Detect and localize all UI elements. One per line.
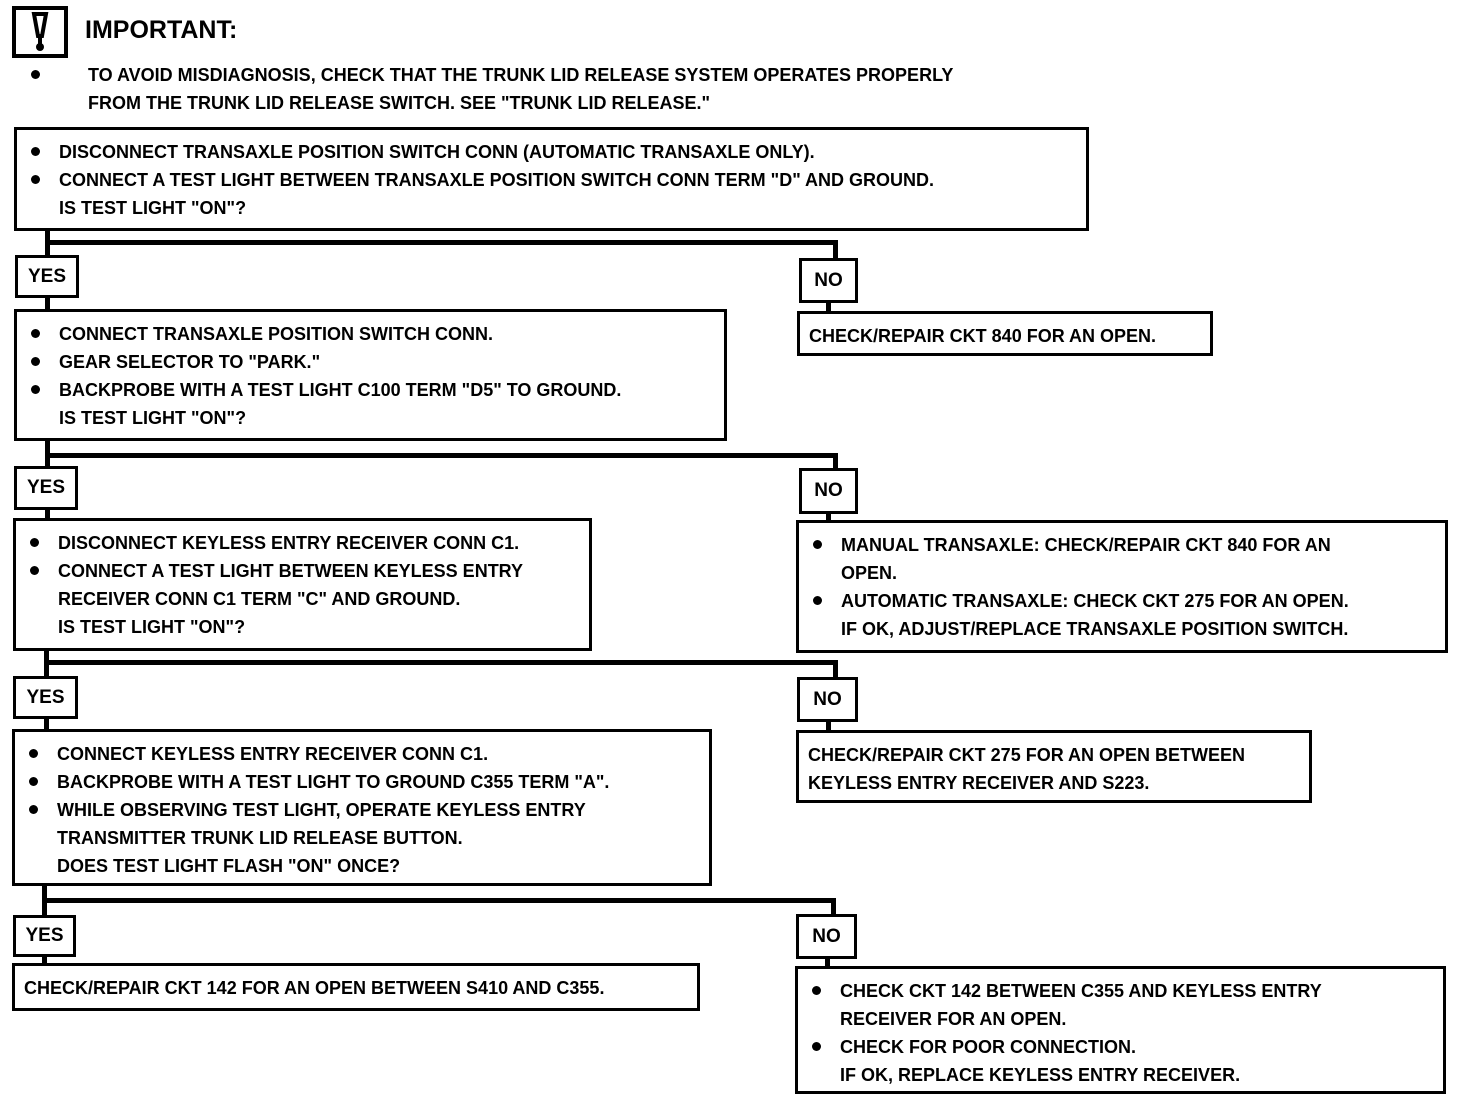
text-line: BACKPROBE WITH A TEST LIGHT C100 TERM "D… [59,380,622,400]
text-line: IF OK, REPLACE KEYLESS ENTRY RECEIVER. [840,1065,1241,1085]
important-heading: IMPORTANT: [85,16,238,44]
bullet-icon [31,329,40,338]
bullet-icon [812,986,821,995]
no-label: NO [796,914,857,959]
bullet-icon [813,540,822,549]
no-label: NO [799,258,858,303]
text-line: GEAR SELECTOR TO "PARK." [59,352,321,372]
connector [826,719,831,732]
step3-no-result-box: CHECK/REPAIR CKT 275 FOR AN OPEN BETWEEN… [796,730,1312,803]
bullet-icon [31,175,40,184]
connector [45,240,838,245]
text-line: IS TEST LIGHT "ON"? [59,408,247,428]
connector [45,508,50,520]
text-line: CONNECT TRANSAXLE POSITION SWITCH CONN. [59,324,494,344]
step4-no-result-box: CHECK CKT 142 BETWEEN C355 AND KEYLESS E… [795,966,1446,1094]
no-label: NO [799,468,858,514]
no-label: NO [797,677,858,722]
text-line: OPEN. [841,563,898,583]
text-line: WHILE OBSERVING TEST LIGHT, OPERATE KEYL… [57,800,586,820]
step2-no-result-box: MANUAL TRANSAXLE: CHECK/REPAIR CKT 840 F… [796,520,1448,653]
step1-box: DISCONNECT TRANSAXLE POSITION SWITCH CON… [14,127,1089,231]
connector [45,296,50,311]
connector [42,954,47,965]
yes-label: YES [13,676,78,719]
step4-yes-result-box: CHECK/REPAIR CKT 142 FOR AN OPEN BETWEEN… [12,963,700,1011]
text-line: IF OK, ADJUST/REPLACE TRANSAXLE POSITION… [841,619,1349,639]
text-line: CONNECT KEYLESS ENTRY RECEIVER CONN C1. [57,744,489,764]
exclamation-icon [12,6,68,58]
bullet-icon [31,147,40,156]
text-line: CHECK FOR POOR CONNECTION. [840,1037,1137,1057]
connector [833,453,838,470]
text-line: TRANSMITTER TRUNK LID RELEASE BUTTON. [57,828,463,848]
step3-box: DISCONNECT KEYLESS ENTRY RECEIVER CONN C… [13,518,592,651]
text-line: KEYLESS ENTRY RECEIVER AND S223. [808,773,1150,793]
bullet-icon [812,1042,821,1051]
connector [45,453,838,458]
yes-label: YES [15,255,79,298]
text-line: AUTOMATIC TRANSAXLE: CHECK CKT 275 FOR A… [841,591,1349,611]
bullet-icon [813,596,822,605]
text-line: DOES TEST LIGHT FLASH "ON" ONCE? [57,856,401,876]
connector [44,660,838,665]
text-line: RECEIVER FOR AN OPEN. [840,1009,1067,1029]
text-line: CONNECT A TEST LIGHT BETWEEN KEYLESS ENT… [58,561,524,581]
text-line: BACKPROBE WITH A TEST LIGHT TO GROUND C3… [57,772,610,792]
text-line: IS TEST LIGHT "ON"? [59,198,247,218]
important-note: TO AVOID MISDIAGNOSIS, CHECK THAT THE TR… [14,61,1114,121]
text-line: CHECK/REPAIR CKT 142 FOR AN OPEN BETWEEN… [24,978,605,998]
connector [833,240,838,260]
bullet-icon [29,805,38,814]
bullet-icon [31,385,40,394]
step1-no-result-box: CHECK/REPAIR CKT 840 FOR AN OPEN. [797,311,1213,356]
connector [826,300,831,313]
bullet-icon [30,538,39,547]
connector [825,956,830,968]
connector [833,660,838,679]
connector [44,716,49,731]
step4-box: CONNECT KEYLESS ENTRY RECEIVER CONN C1. B… [12,729,712,886]
yes-label: YES [13,915,76,957]
text-line: DISCONNECT TRANSAXLE POSITION SWITCH CON… [59,142,815,162]
connector [826,511,831,522]
text-line: FROM THE TRUNK LID RELEASE SWITCH. SEE "… [88,93,711,113]
bullet-icon [29,777,38,786]
bullet-icon [31,357,40,366]
bullet-icon [31,70,40,79]
text-line: CONNECT A TEST LIGHT BETWEEN TRANSAXLE P… [59,170,935,190]
text-line: RECEIVER CONN C1 TERM "C" AND GROUND. [58,589,461,609]
connector [42,898,836,903]
bullet-icon [29,749,38,758]
text-line: MANUAL TRANSAXLE: CHECK/REPAIR CKT 840 F… [841,535,1331,555]
step2-box: CONNECT TRANSAXLE POSITION SWITCH CONN. G… [14,309,727,441]
text-line: CHECK/REPAIR CKT 840 FOR AN OPEN. [809,326,1157,346]
connector [831,898,836,916]
text-line: IS TEST LIGHT "ON"? [58,617,246,637]
text-line: CHECK CKT 142 BETWEEN C355 AND KEYLESS E… [840,981,1322,1001]
text-line: DISCONNECT KEYLESS ENTRY RECEIVER CONN C… [58,533,520,553]
text-line: CHECK/REPAIR CKT 275 FOR AN OPEN BETWEEN [808,745,1246,765]
bullet-icon [30,566,39,575]
yes-label: YES [14,466,78,510]
text-line: TO AVOID MISDIAGNOSIS, CHECK THAT THE TR… [88,65,954,85]
